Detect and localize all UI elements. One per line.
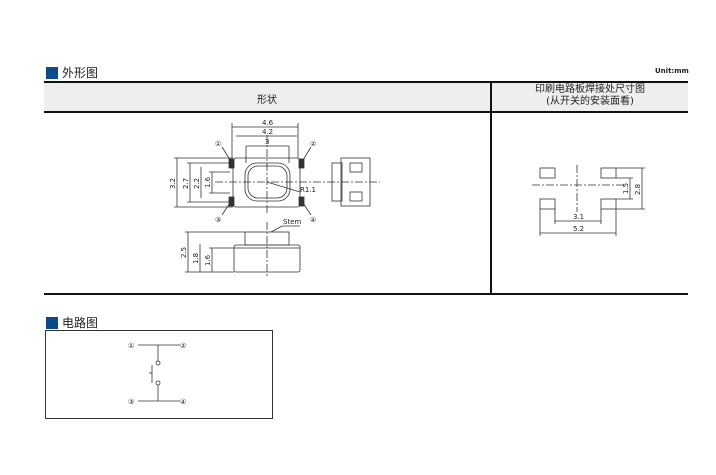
dim-side-1-6: 1.6 [204,254,212,266]
header-shape: 形状 [257,95,277,106]
header-pcb-line2: (从开关的安装面看) [546,96,634,107]
section-marker [46,316,58,329]
circuit-pin-3: ③ [128,398,134,406]
switch-bottom-view [185,222,301,278]
dim-2-7: 2.7 [182,178,190,189]
unit-label: Unit:mm [655,67,689,75]
switch-side-view [331,157,371,207]
circuit-pin-4: ④ [180,398,186,406]
table-header: 形状 印刷电路板焊接处尺寸图(从开关的安装面看) [44,83,688,113]
section-marker [46,66,58,79]
section-outline-heading: 外形图 [46,64,98,81]
dim-2-8: 2.8 [634,184,642,195]
circuit-pin-2: ② [180,342,186,350]
pin-2-label: ② [310,140,316,148]
dim-2-5: 2.5 [180,247,188,258]
dim-3: 3 [265,138,269,146]
dim-3-1: 3.1 [573,213,584,221]
dim-1-5: 1.5 [622,183,630,194]
dim-4-6: 4.6 [262,119,274,127]
pin-3-label: ③ [215,216,221,224]
pin-4-label: ④ [310,216,316,224]
dim-1-6: 1.6 [204,176,212,188]
dim-radius: R1.1 [300,186,316,194]
header-pcb-line1: 印刷电路板焊接处尺寸图 [535,84,645,95]
header-pcb: 印刷电路板焊接处尺寸图(从开关的安装面看) [492,84,688,108]
column-divider [490,83,492,293]
switch-top-view [174,123,380,216]
dim-5-2: 5.2 [573,225,584,233]
pcb-footprint [532,165,645,236]
circuit-box [45,330,273,419]
outline-table: 形状 印刷电路板焊接处尺寸图(从开关的安装面看) [44,81,688,295]
section-title: 外形图 [62,66,99,80]
stem-label: Stem [283,218,301,226]
dim-4-2: 4.2 [262,128,273,136]
dim-1-8: 1.8 [192,253,200,264]
pin-1-label: ① [215,140,221,148]
circuit-pin-1: ① [128,342,134,350]
dim-3-2: 3.2 [169,178,177,189]
dim-2-2: 2.2 [193,178,201,189]
circuit-diagram [138,344,180,402]
section-circuit-heading: 电路图 [46,314,98,331]
section-title: 电路图 [62,316,99,330]
